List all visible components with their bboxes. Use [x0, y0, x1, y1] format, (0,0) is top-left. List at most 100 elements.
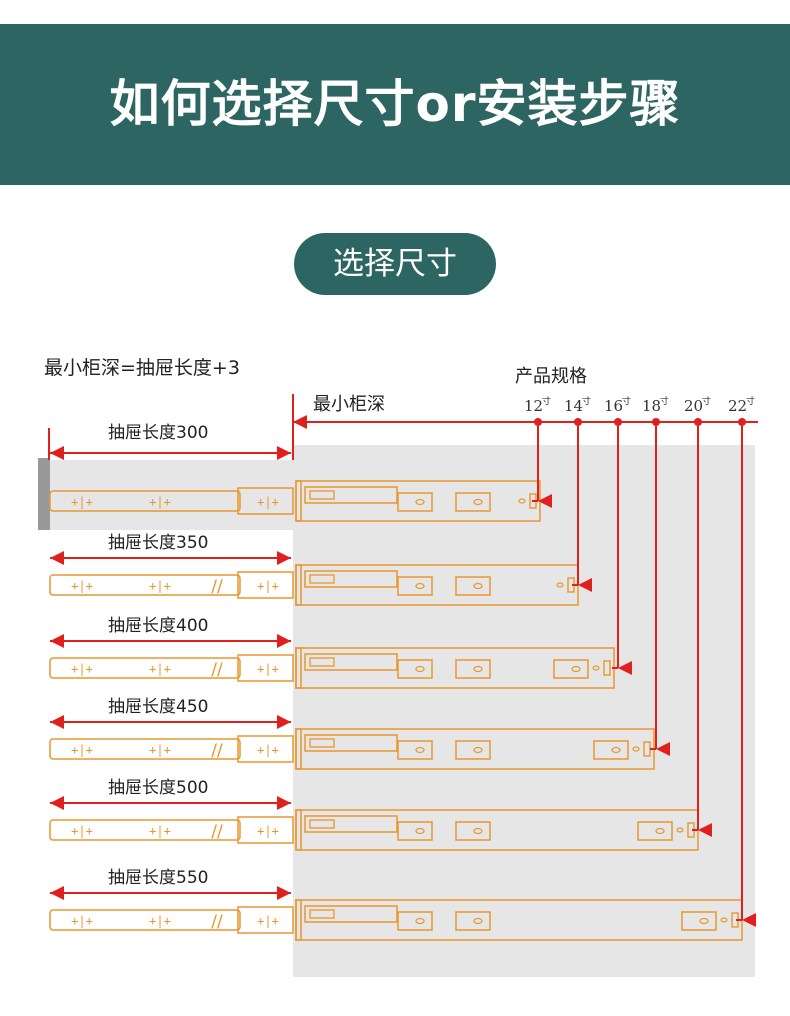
mounting-slot — [397, 911, 433, 931]
drawer-member — [49, 574, 241, 596]
drawer-zone — [44, 460, 293, 530]
drawer-length-label: 抽屉长度500 — [108, 778, 208, 798]
svg-text:14: 14 — [564, 397, 583, 415]
size-label-14: 14寸 — [564, 395, 591, 426]
rail-row-3: 抽屉长度400 +|+ +|+ +|+ // — [49, 426, 632, 689]
drawer-member — [49, 738, 241, 760]
rail-row-4: 抽屉长度450 +|+ +|+ +|+ // — [49, 426, 670, 770]
drawer-member-end — [237, 735, 294, 763]
drawer-member-end — [237, 816, 294, 844]
drawer-member — [49, 490, 241, 512]
cabinet-area — [293, 445, 755, 977]
mounting-slot — [681, 911, 717, 931]
drawer-member — [49, 909, 241, 931]
header-banner: 如何选择尺寸or安装步骤 — [0, 24, 790, 185]
section-badge: 选择尺寸 — [294, 233, 496, 295]
rail-hole-mark: +|+ — [257, 662, 279, 676]
size-label-22: 22寸 — [728, 395, 755, 426]
svg-text:22: 22 — [728, 397, 747, 415]
mounting-slot — [553, 659, 589, 679]
rail-hole-mark: +|+ — [149, 579, 171, 593]
rail-end-stop — [603, 660, 611, 676]
size-label-20: 20寸 — [684, 395, 711, 426]
drawer-member — [49, 657, 241, 679]
spec-heading: 产品规格 — [515, 366, 587, 387]
rail-row-6: 抽屉长度550 +|+ +|+ +|+ // — [49, 426, 756, 941]
mounting-slot — [397, 659, 433, 679]
mounting-slot — [455, 821, 491, 841]
rail-hole-mark: +|+ — [71, 579, 93, 593]
rail-hole-mark: +|+ — [71, 743, 93, 757]
mounting-slot — [397, 492, 433, 512]
svg-text:16: 16 — [604, 397, 623, 415]
mounting-slot — [593, 740, 629, 760]
size-marker — [694, 418, 702, 426]
rail-row-2: 抽屉长度350 +|+ +|+ +|+ // — [49, 426, 592, 606]
rail-hole-mark: +|+ — [257, 495, 279, 509]
slide-block — [304, 815, 398, 833]
mounting-slot — [455, 659, 491, 679]
svg-text:20: 20 — [684, 397, 703, 415]
break-mark: // — [211, 741, 223, 761]
svg-text:寸: 寸 — [702, 395, 711, 407]
break-mark: // — [211, 660, 223, 680]
rail-hole-mark: +|+ — [149, 743, 171, 757]
svg-text:寸: 寸 — [582, 395, 591, 407]
size-marker — [652, 418, 660, 426]
size-marker — [738, 418, 746, 426]
mounting-slot — [455, 576, 491, 596]
break-mark: // — [211, 822, 223, 842]
page-title: 如何选择尺寸or安装步骤 — [109, 75, 681, 133]
mounting-slot — [455, 492, 491, 512]
rail-hole-mark: +|+ — [257, 824, 279, 838]
mounting-slot — [455, 911, 491, 931]
rail-hole-mark: +|+ — [71, 914, 93, 928]
rail-hole-mark: +|+ — [149, 662, 171, 676]
wall — [38, 458, 50, 530]
slide-block — [304, 653, 398, 671]
formula-text: 最小柜深=抽屉长度+3 — [44, 357, 240, 379]
drawer-length-label: 抽屉长度550 — [108, 868, 208, 888]
drawer-member — [49, 819, 241, 841]
size-marker — [574, 418, 582, 426]
depth-label: 最小柜深 — [313, 394, 385, 415]
size-marker — [534, 418, 542, 426]
rail-hole-mark: +|+ — [149, 824, 171, 838]
rail-hole-mark: +|+ — [71, 662, 93, 676]
rail-row-1: 抽屉长度300+|++|++|+ — [48, 423, 552, 522]
svg-text:12: 12 — [524, 397, 543, 415]
size-label-16: 16寸 — [604, 395, 631, 426]
slide-block — [304, 905, 398, 923]
drawer-length-label: 抽屉长度400 — [108, 616, 208, 636]
rail-hole-mark: +|+ — [71, 824, 93, 838]
break-mark: // — [211, 912, 223, 932]
svg-text:寸: 寸 — [622, 395, 631, 407]
svg-text:寸: 寸 — [660, 395, 669, 407]
slide-block — [304, 734, 398, 752]
drawer-member-end — [237, 654, 294, 682]
drawer-member-end — [237, 906, 294, 934]
mounting-slot — [637, 821, 673, 841]
size-label-12: 12寸 — [524, 395, 551, 426]
drawer-member-end — [237, 487, 294, 515]
rail-hole-mark: +|+ — [149, 914, 171, 928]
rail-hole-mark: +|+ — [257, 743, 279, 757]
svg-text:寸: 寸 — [542, 395, 551, 407]
svg-text:18: 18 — [642, 397, 661, 415]
drawer-length-label: 抽屉长度300 — [108, 423, 208, 443]
break-mark: // — [211, 577, 223, 597]
drawer-length-label: 抽屉长度350 — [108, 533, 208, 553]
rail-row-5: 抽屉长度500 +|+ +|+ +|+ // — [49, 426, 712, 851]
drawer-member-end — [237, 571, 294, 599]
size-label-18: 18寸 — [642, 395, 669, 426]
rail-hole-mark: +|+ — [257, 914, 279, 928]
slide-block — [304, 570, 398, 588]
mounting-slot — [397, 576, 433, 596]
rail-hole-mark: +|+ — [149, 495, 171, 509]
svg-text:寸: 寸 — [746, 395, 755, 407]
slide-block — [304, 486, 398, 504]
size-marker — [614, 418, 622, 426]
drawer-length-label: 抽屉长度450 — [108, 697, 208, 717]
mounting-slot — [397, 740, 433, 760]
